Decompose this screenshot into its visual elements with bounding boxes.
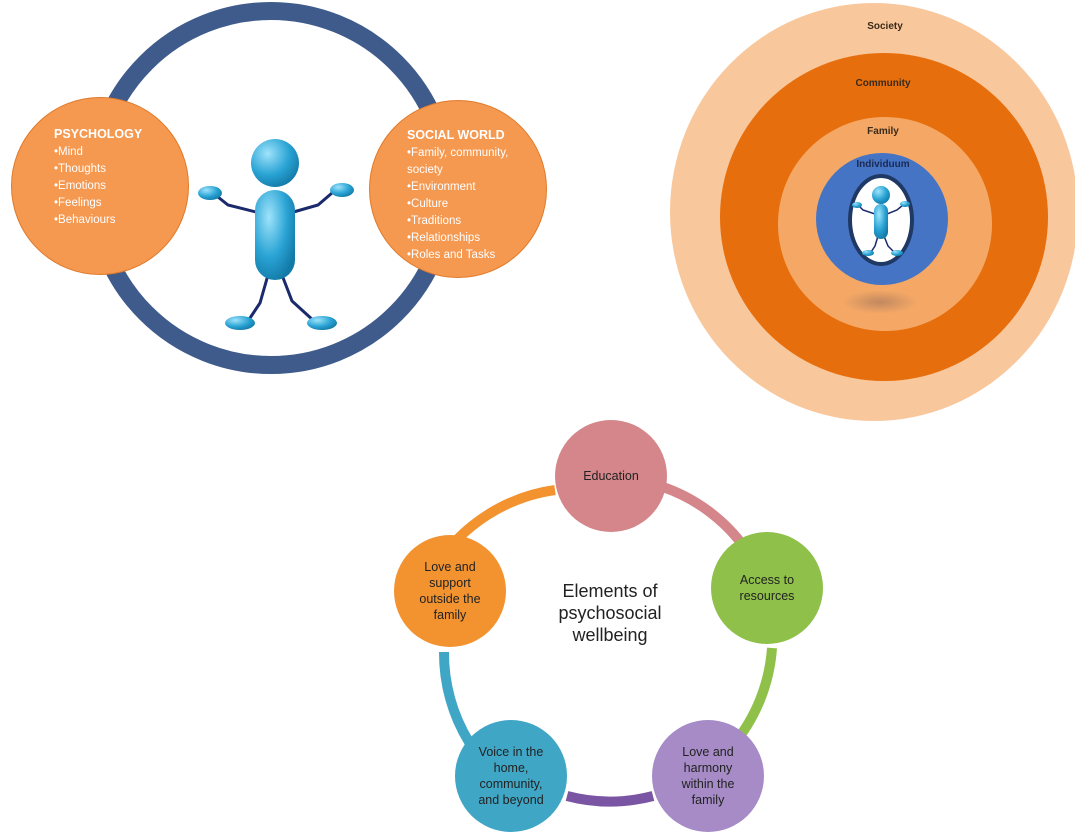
social-world-item: •Relationships xyxy=(407,232,481,244)
love-support-label-line: support xyxy=(429,576,471,590)
love-harmony-node: Love and harmony within the family xyxy=(652,720,764,832)
family-label: Family xyxy=(867,126,899,137)
psychology-item: •Mind xyxy=(54,146,83,158)
love-support-node: Love and support outside the family xyxy=(394,535,506,647)
center-label-line: psychosocial xyxy=(558,603,662,623)
access-label-line: resources xyxy=(739,589,795,603)
voice-node: Voice in the home, community, and beyond xyxy=(455,720,567,832)
access-label-line: Access to xyxy=(739,573,795,587)
social-world-circle: SOCIAL WORLD •Family, community, society… xyxy=(369,100,547,278)
love-harmony-label-line: within the xyxy=(681,777,735,791)
voice-label-line: home, xyxy=(493,761,529,775)
love-support-label-line: outside the xyxy=(419,592,481,606)
love-support-label-line: family xyxy=(433,608,467,622)
voice-label-line: Voice in the xyxy=(478,745,544,759)
social-world-item: •Environment xyxy=(407,181,476,193)
love-harmony-label-line: Love and xyxy=(682,745,734,759)
psychology-item: •Feelings xyxy=(54,197,102,209)
individuum-label: Individuum xyxy=(856,159,910,170)
figure-shadow xyxy=(842,290,918,314)
social-world-item: society xyxy=(407,164,443,176)
center-label-line: Elements of xyxy=(562,581,658,601)
social-world-item: •Traditions xyxy=(407,215,462,227)
psychology-title: PSYCHOLOGY xyxy=(54,127,143,141)
center-label-line: wellbeing xyxy=(572,625,648,645)
stick-figure-icon xyxy=(198,139,354,330)
love-harmony-label-line: harmony xyxy=(683,761,733,775)
small-stick-figure-icon xyxy=(852,186,910,256)
social-world-item: •Family, community, xyxy=(407,147,509,159)
psychology-item: •Thoughts xyxy=(54,163,106,175)
psychology-item: •Behaviours xyxy=(54,214,116,226)
social-world-item: •Roles and Tasks xyxy=(407,249,496,261)
psychology-item: •Emotions xyxy=(54,180,106,192)
love-support-label-line: Love and xyxy=(424,560,476,574)
community-label: Community xyxy=(855,78,911,89)
social-world-item: •Culture xyxy=(407,198,449,210)
love-harmony-label-line: family xyxy=(691,793,725,807)
society-label: Society xyxy=(867,21,903,32)
education-node: Education xyxy=(555,420,667,532)
access-to-resources-node: Access to resources xyxy=(711,532,823,644)
voice-label-line: and beyond xyxy=(478,793,544,807)
social-world-title: SOCIAL WORLD xyxy=(407,128,505,142)
voice-label-line: community, xyxy=(479,777,543,791)
cycle-center-label: Elements of psychosocial wellbeing xyxy=(520,580,700,646)
psychology-circle: PSYCHOLOGY •Mind •Thoughts •Emotions •Fe… xyxy=(11,97,189,275)
education-label: Education xyxy=(583,469,639,483)
